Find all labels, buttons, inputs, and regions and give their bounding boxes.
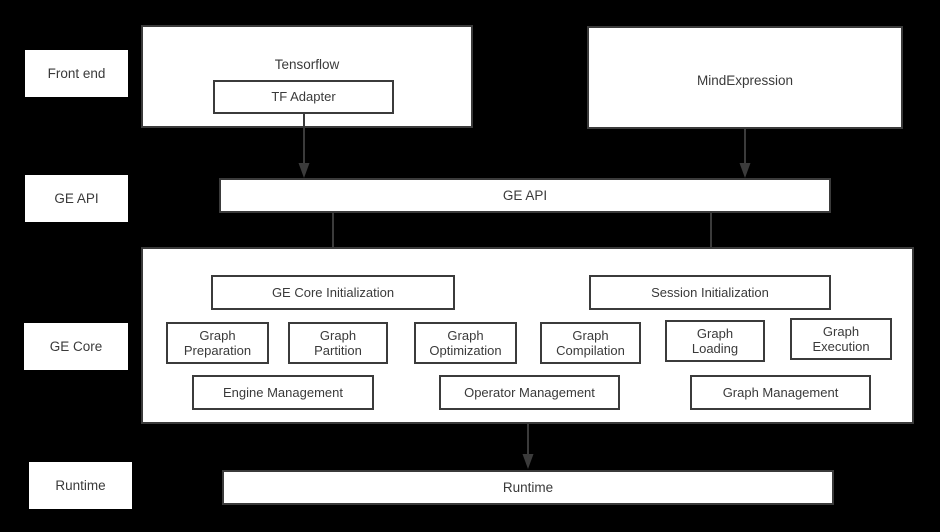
runtime-bar[interactable]: Runtime (222, 470, 834, 505)
graph-management-box[interactable]: Graph Management (690, 375, 871, 410)
runtime-bar-label: Runtime (502, 479, 554, 495)
mindexpression-title: MindExpression (696, 73, 794, 88)
graph-partition-label: Graph Partition (314, 327, 362, 358)
layer-label-ge-core-text: GE Core (49, 338, 103, 354)
mindexpression-group: MindExpression (587, 26, 903, 129)
graph-optimization-label: Graph Optimization (429, 327, 502, 358)
arrow-tf-adapter-to-ge-api (297, 114, 311, 180)
arrow-ge-core-to-runtime (521, 424, 535, 471)
graph-execution-label: Graph Execution (812, 323, 870, 354)
graph-loading-box[interactable]: Graph Loading (665, 320, 765, 362)
layer-label-ge-api-text: GE API (54, 190, 99, 206)
layer-label-ge-core: GE Core (24, 323, 128, 370)
graph-execution-box[interactable]: Graph Execution (790, 318, 892, 360)
graph-optimization-box[interactable]: Graph Optimization (414, 322, 517, 364)
ge-core-initialization-box[interactable]: GE Core Initialization (211, 275, 455, 310)
layer-label-front-end-text: Front end (47, 65, 106, 81)
graph-management-label: Graph Management (722, 384, 839, 400)
ge-api-bar[interactable]: GE API (219, 178, 831, 213)
graph-preparation-label: Graph Preparation (183, 327, 252, 358)
graph-compilation-box[interactable]: Graph Compilation (540, 322, 641, 364)
layer-label-ge-api: GE API (25, 175, 128, 222)
graph-partition-box[interactable]: Graph Partition (288, 322, 388, 364)
graph-loading-label: Graph Loading (691, 325, 739, 356)
ge-core-initialization-label: GE Core Initialization (271, 284, 395, 300)
session-initialization-label: Session Initialization (651, 284, 769, 300)
operator-management-box[interactable]: Operator Management (439, 375, 620, 410)
engine-management-box[interactable]: Engine Management (192, 375, 374, 410)
layer-label-runtime: Runtime (29, 462, 132, 509)
engine-management-label: Engine Management (223, 384, 343, 400)
layer-label-runtime-text: Runtime (55, 477, 106, 493)
arrow-mindexpression-to-ge-api (738, 129, 752, 180)
ge-api-bar-label: GE API (502, 187, 548, 203)
layer-label-front-end: Front end (25, 50, 128, 97)
session-initialization-box[interactable]: Session Initialization (589, 275, 831, 310)
graph-compilation-label: Graph Compilation (556, 327, 625, 358)
tensorflow-title: Tensorflow (274, 57, 340, 72)
tf-adapter-label: TF Adapter (271, 89, 336, 105)
tf-adapter-box[interactable]: TF Adapter (213, 80, 394, 114)
operator-management-label: Operator Management (464, 384, 595, 400)
graph-preparation-box[interactable]: Graph Preparation (166, 322, 269, 364)
